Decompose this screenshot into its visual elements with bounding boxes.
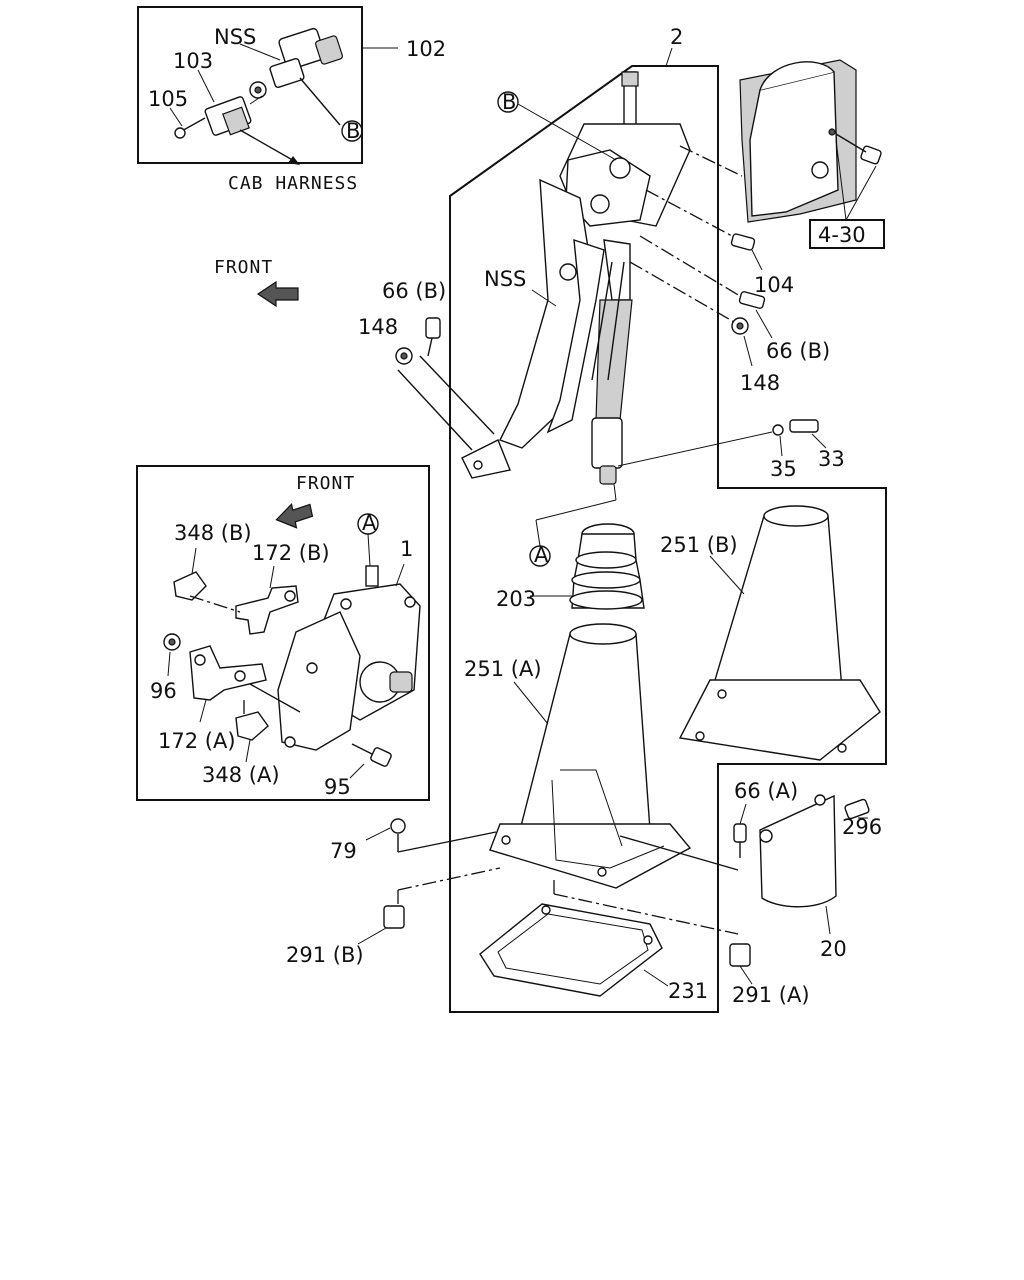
screw-79 <box>365 818 497 853</box>
bracket-172a <box>189 645 301 723</box>
ref-b-circle <box>341 120 363 142</box>
inset-frame <box>137 6 363 164</box>
front-arrow-inset-icon <box>275 503 314 529</box>
label-33: 33 <box>818 447 845 471</box>
label-231: 231 <box>668 979 708 1003</box>
label-ref-a-main: A <box>534 543 549 567</box>
label-105: 105 <box>148 87 188 111</box>
label-ref-b-inset: B <box>346 119 360 143</box>
label-348a: 348 (A) <box>202 763 280 787</box>
clip-348b <box>173 547 241 613</box>
label-1: 1 <box>400 537 413 561</box>
nut-291a <box>553 880 753 985</box>
label-296: 296 <box>842 815 882 839</box>
front-arrow-main: FRONT <box>214 257 299 308</box>
cover-4-30: 4-30 <box>679 59 885 249</box>
label-104: 104 <box>754 273 794 297</box>
bolt-33 <box>617 419 827 467</box>
nut-148-left <box>395 347 413 365</box>
clip-296 <box>844 798 870 820</box>
inset-transmission-box: FRONT A 1 172 (B) <box>136 465 430 801</box>
boot-251b <box>678 505 881 761</box>
ref-b-main-circle <box>497 91 519 113</box>
bolt-66b-right <box>639 235 773 339</box>
label-front-main: FRONT <box>214 257 273 278</box>
label-cab-harness: CAB HARNESS <box>228 173 358 194</box>
label-96: 96 <box>150 679 177 703</box>
screw-66a <box>733 803 747 858</box>
bellows-203 <box>530 523 645 610</box>
label-172b: 172 (B) <box>252 541 330 565</box>
label-66b-left: 66 (B) <box>382 279 446 303</box>
label-348b: 348 (B) <box>174 521 252 545</box>
gasket-231 <box>479 903 669 997</box>
bolt-95 <box>349 743 392 779</box>
label-291b: 291 (B) <box>286 943 364 967</box>
bolt-104 <box>645 189 763 271</box>
shift-housing-1 <box>277 563 421 751</box>
bracket-172b <box>235 565 299 635</box>
connector-103 <box>204 95 263 136</box>
label-103: 103 <box>173 49 213 73</box>
label-4-30: 4-30 <box>818 223 866 247</box>
shift-lever-assembly <box>461 71 691 485</box>
nut-291b <box>357 867 501 945</box>
inset-frame-2 <box>136 465 430 801</box>
label-35: 35 <box>770 457 797 481</box>
label-20: 20 <box>820 937 847 961</box>
label-203: 203 <box>496 587 536 611</box>
label-66a: 66 (A) <box>734 779 798 803</box>
nut-148-right <box>629 261 753 367</box>
clip-348a <box>235 700 269 763</box>
label-251b: 251 (B) <box>660 533 738 557</box>
label-79: 79 <box>330 839 357 863</box>
bolt-66b-left <box>425 317 441 357</box>
inset-switch-box: NSS 102 103 105 B CAB HARNESS <box>137 6 446 194</box>
label-172a: 172 (A) <box>158 729 236 753</box>
label-nss-inset: NSS <box>214 25 256 49</box>
boot-251a <box>489 623 692 889</box>
main-assembly-frame <box>449 65 887 1013</box>
label-102: 102 <box>406 37 446 61</box>
label-nss-main: NSS <box>484 267 526 291</box>
cover-20 <box>759 794 837 935</box>
label-251a: 251 (A) <box>464 657 542 681</box>
label-291a: 291 (A) <box>732 983 810 1007</box>
label-66b-right: 66 (B) <box>766 339 830 363</box>
label-148-left: 148 <box>358 315 398 339</box>
nut-96 <box>163 633 181 677</box>
label-2: 2 <box>670 25 683 49</box>
front-arrow-icon <box>256 280 299 308</box>
screw-105 <box>174 117 206 139</box>
label-148-right: 148 <box>740 371 780 395</box>
label-front-inset: FRONT <box>296 473 355 494</box>
label-ref-a-inset: A <box>362 511 377 535</box>
neutral-switch-assembly <box>249 27 343 126</box>
label-ref-b-main: B <box>502 90 516 114</box>
label-95: 95 <box>324 775 351 799</box>
ref-box-4-30 <box>809 219 885 249</box>
